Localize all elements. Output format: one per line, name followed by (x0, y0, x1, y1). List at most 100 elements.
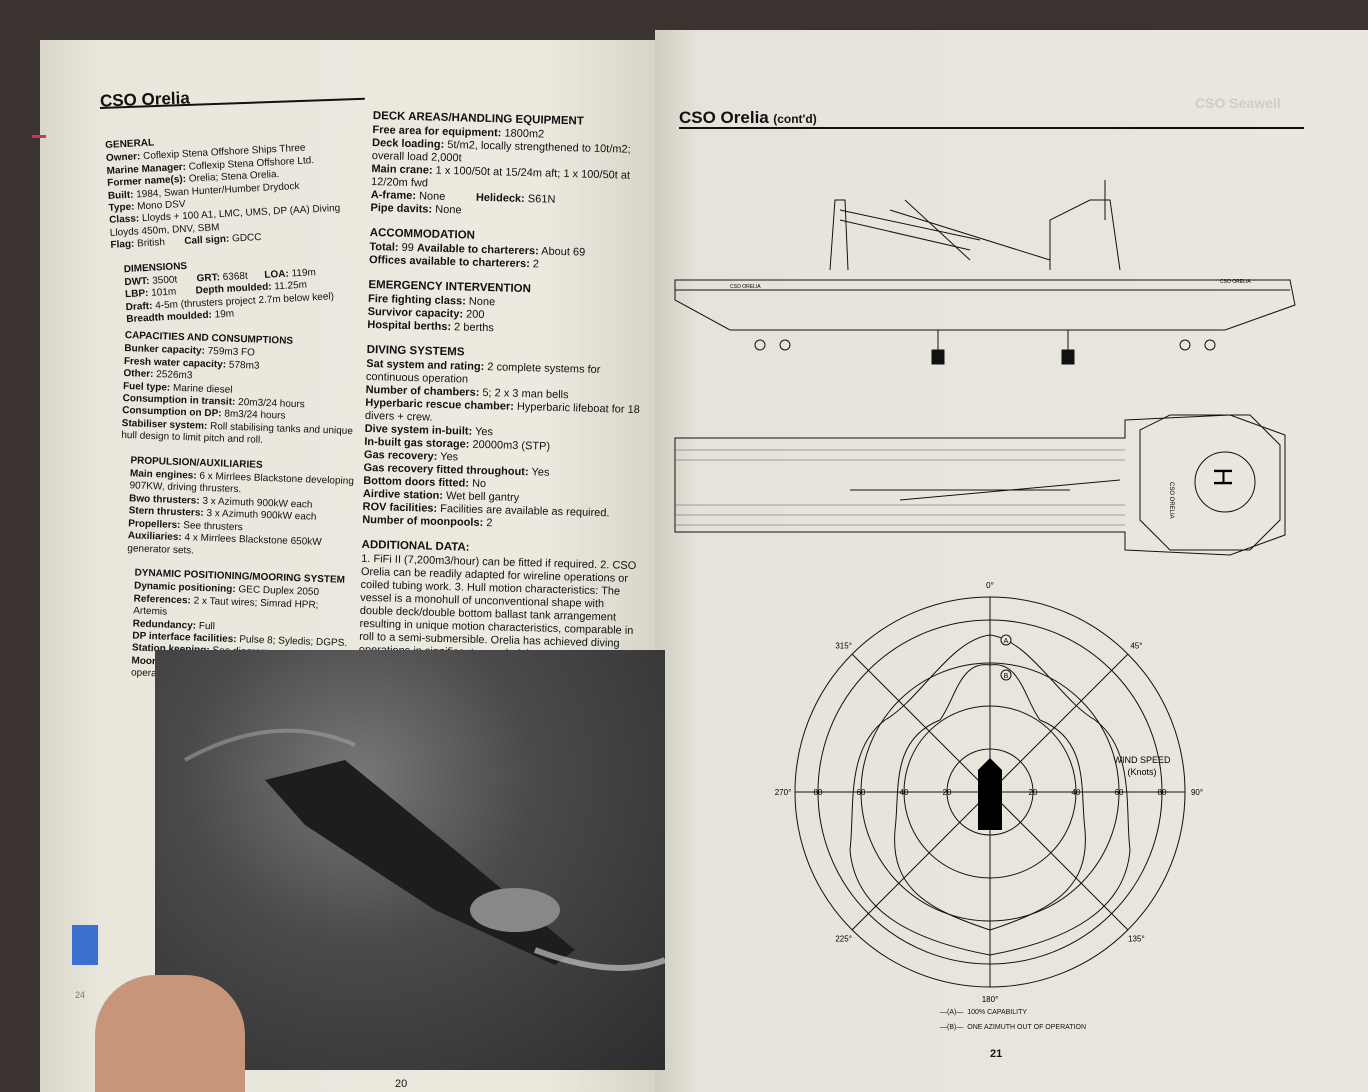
spec-label: Class: (108, 213, 140, 227)
spec-value: 5; 2 x 3 man bells (482, 386, 569, 402)
spec-value: Mono DSV (136, 198, 186, 213)
spec-label: Fire fighting class: (367, 292, 466, 308)
spec-value: Yes (440, 450, 459, 464)
spec-value: 578m3 (228, 359, 260, 372)
spec-value: 2526m3 (156, 369, 193, 382)
title-rule (679, 127, 1304, 129)
angle-label: 45° (1130, 642, 1142, 651)
spec-label: Airdive station: (362, 487, 444, 502)
curve-a (849, 634, 1131, 956)
right-page (655, 30, 1368, 1092)
spec-label: Bwo thrusters: (128, 493, 200, 507)
spec-label: Type: (108, 201, 135, 214)
spec-value: 1800m2 (504, 127, 545, 141)
hull-name-profile: CSO ORELIA (730, 284, 761, 290)
polar-spoke (989, 791, 1129, 931)
speed-label: 20 (943, 788, 952, 797)
spec-label: Other: (123, 368, 154, 381)
angle-label: 135° (1128, 934, 1145, 943)
accommodation-section: ACCOMMODATION Total: 99 Available to cha… (369, 227, 650, 274)
deck-section: DECK AREAS/HANDLING EQUIPMENT Free area … (370, 110, 653, 222)
spec-value: Marine diesel (172, 382, 233, 396)
ship-photo (155, 650, 667, 1070)
spec-label: Redundancy: (132, 617, 197, 632)
speed-label: 40 (900, 788, 909, 797)
ship-marker (978, 758, 1002, 830)
speed-label: 80 (814, 788, 823, 797)
curve-label-b: B (1004, 673, 1009, 680)
hull-name-profile-2: CSO ORELIA (1220, 279, 1251, 285)
section-tab (72, 925, 98, 965)
polar-spoke (851, 791, 991, 931)
spec-label: Built: (107, 189, 134, 202)
spec-label: Deck loading: (371, 136, 445, 151)
spec-label: Gas recovery: (363, 448, 438, 463)
plan-view (674, 414, 1286, 556)
ship-drawings: CSO ORELIA CSO ORELIA H CSO ORELIA (674, 180, 1296, 556)
spec-value: Yes (474, 425, 494, 439)
legend-item-b: —(B)— ONE AZIMUTH OUT OF OPERATION (940, 1024, 1086, 1031)
left-column: GENERAL Owner: Coflexip Stena Offshore S… (105, 127, 370, 340)
profile-view (674, 180, 1296, 365)
hull-name-plan: CSO ORELIA (1168, 482, 1174, 519)
flag-value: British (136, 237, 166, 250)
angle-label: 225° (835, 934, 852, 943)
title-suffix: (cont'd) (773, 112, 817, 126)
spec-label: Auxiliaries: (127, 530, 182, 544)
speed-label: 80 (1158, 788, 1167, 797)
curve-b (894, 664, 1086, 931)
spec-label: Main engines: (129, 468, 197, 482)
page-edge-mark (32, 135, 46, 138)
spec-value: Yes (531, 466, 550, 479)
spec-value: Full (198, 620, 216, 632)
spec-value: No (471, 477, 487, 491)
polar-spoke (851, 653, 991, 793)
spec-value: 759m3 FO (207, 346, 256, 359)
angle-label: 270° (775, 788, 792, 797)
angle-label: 180° (982, 995, 999, 1004)
spec-value: 2 berths (453, 321, 495, 335)
spec-value: 20000m3 (STP) (472, 438, 551, 453)
spec-label: Stern thrusters: (128, 505, 204, 520)
wind-speed-title: WIND SPEED (1113, 755, 1171, 765)
spec-value: 200 (465, 308, 485, 321)
spec-value: 2 (486, 517, 493, 530)
spec-value: 20m3/24 hours (237, 397, 305, 411)
tab-number: 24 (75, 990, 86, 1000)
ship-silhouette (184, 728, 667, 971)
legend: —(A)— 100% CAPABILITY —(B)— ONE AZIMUTH … (940, 1005, 1086, 1035)
spec-label: Main crane: (371, 162, 433, 177)
spec-label: Survivor capacity: (367, 305, 464, 321)
spec-value: Wet bell gantry (445, 490, 520, 504)
helipad-letter: H (1208, 468, 1238, 487)
spec-value: 8m3/24 hours (224, 408, 286, 423)
spec-label: Owner: (105, 151, 141, 165)
spec-label: Number of moonpools: (362, 513, 484, 530)
speed-label: 60 (1115, 788, 1124, 797)
spec-label: Fuel type: (122, 380, 171, 394)
polar-spoke (989, 653, 1129, 793)
ghost-title: CSO Seawell (1195, 95, 1281, 111)
spec-label: References: (133, 593, 192, 607)
hand (95, 975, 245, 1092)
spec-label: Propellers: (128, 517, 181, 531)
right-column: DECK AREAS/HANDLING EQUIPMENT Free area … (358, 110, 653, 702)
dimensions-section: DIMENSIONS DWT: 3500t GRT: 6368t LOA: 11… (112, 251, 370, 327)
general-section: GENERAL Owner: Coflexip Stena Offshore S… (105, 127, 366, 253)
spec-value: None (468, 295, 496, 309)
spec-label: Hospital berths: (367, 318, 452, 334)
page-number-right: 21 (990, 1048, 1003, 1060)
angle-label: 315° (835, 642, 852, 651)
curve-label-a: A (1004, 638, 1009, 645)
speed-label: 60 (857, 788, 866, 797)
angle-label: 90° (1191, 788, 1203, 797)
wind-speed-unit: (Knots) (1127, 767, 1156, 777)
spec-label: ROV facilities: (362, 500, 438, 515)
spec-value: See thrusters (183, 519, 243, 533)
spec-value: GEC Duplex 2050 (238, 584, 320, 599)
angle-label: 0° (986, 581, 994, 590)
